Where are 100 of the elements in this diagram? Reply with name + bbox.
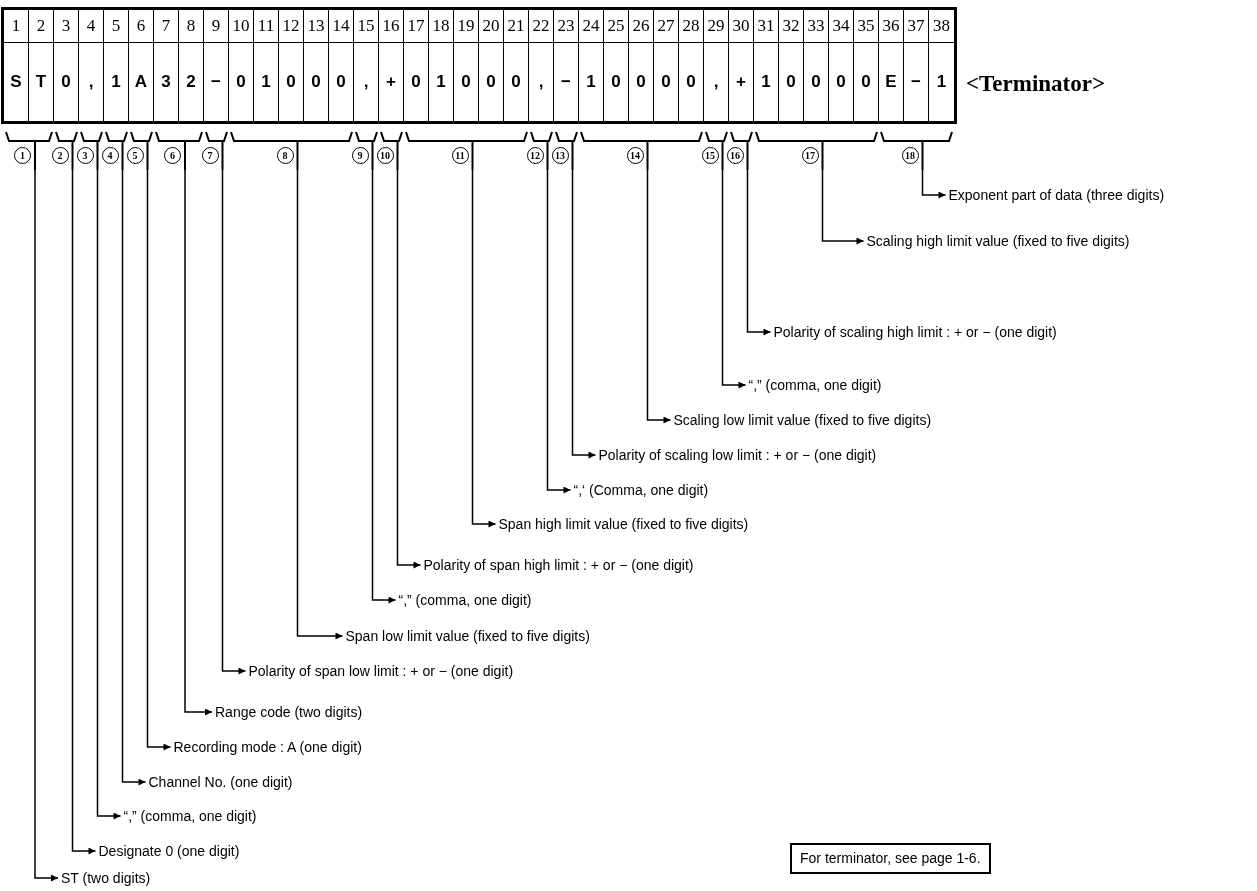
column-number: 15 bbox=[354, 10, 379, 42]
leader-arrow bbox=[571, 169, 597, 459]
callout-number: 12 bbox=[526, 147, 544, 164]
leader-arrow bbox=[921, 169, 947, 199]
leader-arrow bbox=[221, 169, 247, 675]
column-number: 2 bbox=[29, 10, 54, 42]
character-cell: 2 bbox=[179, 43, 204, 121]
character-cell: − bbox=[204, 43, 229, 121]
character-cell: 1 bbox=[104, 43, 129, 121]
callout-number: 5 bbox=[126, 147, 144, 164]
character-cell: S bbox=[4, 43, 29, 121]
leader-arrow bbox=[546, 169, 572, 494]
column-number: 32 bbox=[779, 10, 804, 42]
character-cell: 0 bbox=[829, 43, 854, 121]
leader-arrow bbox=[296, 169, 344, 640]
leader-arrow bbox=[71, 169, 97, 855]
leader-arrow bbox=[646, 169, 672, 424]
field-description: Exponent part of data (three digits) bbox=[948, 186, 1165, 204]
column-number: 38 bbox=[932, 15, 951, 38]
leader-arrow bbox=[96, 169, 122, 820]
callout-number: 4 bbox=[101, 147, 119, 164]
character-cell: A bbox=[129, 43, 154, 121]
field-description: Span low limit value (fixed to five digits) bbox=[345, 627, 590, 645]
character-cell: 1 bbox=[429, 43, 454, 121]
field-description: Range code (two digits) bbox=[215, 703, 363, 721]
callout-number: 17 bbox=[801, 147, 819, 164]
column-number: 28 bbox=[679, 10, 704, 42]
callout-number: 8 bbox=[276, 147, 294, 164]
callout-number: 18 bbox=[901, 147, 919, 164]
character-cell: + bbox=[729, 43, 754, 121]
callout-number: 10 bbox=[376, 147, 394, 164]
column-number: 8 bbox=[179, 10, 204, 42]
character-cell: E bbox=[879, 43, 904, 121]
column-number: 26 bbox=[629, 10, 654, 42]
column-number: 19 bbox=[454, 10, 479, 42]
field-description: Recording mode : A (one digit) bbox=[173, 738, 362, 756]
character-cell: 0 bbox=[854, 43, 879, 121]
column-number: 33 bbox=[804, 10, 829, 42]
field-description: ST (two digits) bbox=[61, 869, 151, 887]
terminator-label: <Terminator> bbox=[966, 70, 1106, 98]
column-number: 21 bbox=[504, 10, 529, 42]
character-cell: 1 bbox=[754, 43, 779, 121]
callout-number: 14 bbox=[626, 147, 644, 164]
field-description: Designate 0 (one digit) bbox=[98, 842, 240, 860]
column-number: 9 bbox=[204, 10, 229, 42]
character-cell: 0 bbox=[54, 43, 79, 121]
character-cell: 0 bbox=[779, 43, 804, 121]
leader-arrow bbox=[396, 169, 422, 569]
character-cell: 3 bbox=[154, 43, 179, 121]
character-cell: 1 bbox=[254, 43, 279, 121]
character-cell: 0 bbox=[604, 43, 629, 121]
callout-number: 2 bbox=[51, 147, 69, 164]
field-description: Channel No. (one digit) bbox=[148, 773, 293, 791]
character-cell: T bbox=[29, 43, 54, 121]
character-cell: − bbox=[554, 43, 579, 121]
column-number: 20 bbox=[479, 10, 504, 42]
character-cell: , bbox=[79, 43, 104, 121]
leader-arrow bbox=[746, 169, 772, 336]
column-number: 4 bbox=[79, 10, 104, 42]
character-cell: 0 bbox=[404, 43, 429, 121]
callout-number: 11 bbox=[451, 147, 469, 164]
field-description: Span high limit value (fixed to five digits) bbox=[498, 515, 749, 533]
character-cell: 1 bbox=[579, 43, 604, 121]
character-cell: 0 bbox=[454, 43, 479, 121]
field-description: “,‘ (Comma, one digit) bbox=[573, 481, 709, 499]
character-cell: 0 bbox=[279, 43, 304, 121]
field-description: Polarity of span low limit : + or − (one digit) bbox=[248, 662, 514, 680]
note-box: For terminator, see page 1-6. bbox=[790, 843, 991, 874]
character-cell: 0 bbox=[229, 43, 254, 121]
callout-number: 16 bbox=[726, 147, 744, 164]
column-number: 10 bbox=[229, 10, 254, 42]
field-description: Polarity of span high limit : + or − (one digit) bbox=[423, 556, 694, 574]
character-cell-text: 1 bbox=[935, 71, 948, 94]
callout-number: 7 bbox=[201, 147, 219, 164]
leader-arrow bbox=[371, 169, 397, 604]
column-number: 29 bbox=[704, 10, 729, 42]
column-number: 13 bbox=[304, 10, 329, 42]
column-number: 16 bbox=[379, 10, 404, 42]
field-description: Scaling low limit value (fixed to five digits) bbox=[673, 411, 932, 429]
callout-number: 13 bbox=[551, 147, 569, 164]
character-cell: 0 bbox=[679, 43, 704, 121]
callout-number: 3 bbox=[76, 147, 94, 164]
leader-arrow bbox=[34, 169, 59, 882]
character-cell: 0 bbox=[504, 43, 529, 121]
column-number: 35 bbox=[854, 10, 879, 42]
column-number: 3 bbox=[54, 10, 79, 42]
character-cell: 0 bbox=[479, 43, 504, 121]
column-number: 31 bbox=[754, 10, 779, 42]
column-number: 37 bbox=[904, 10, 929, 42]
leader-arrow bbox=[821, 169, 865, 245]
character-cell: − bbox=[904, 43, 929, 121]
character-cell: , bbox=[529, 43, 554, 121]
column-number: 12 bbox=[279, 10, 304, 42]
callout-number: 6 bbox=[164, 147, 181, 164]
character-cell: + bbox=[379, 43, 404, 121]
leader-arrow bbox=[471, 169, 497, 528]
field-description: Polarity of scaling high limit : + or − (one digit) bbox=[773, 323, 1057, 341]
column-number: 36 bbox=[879, 10, 904, 42]
column-number: 11 bbox=[254, 10, 279, 42]
leader-arrow bbox=[721, 169, 747, 389]
